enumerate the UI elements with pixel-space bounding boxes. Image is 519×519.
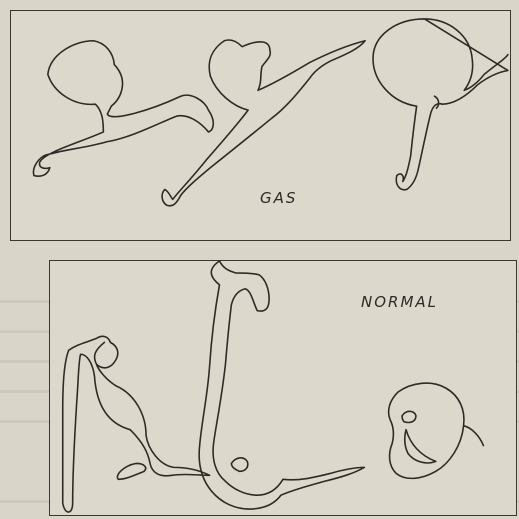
normal-panel: NORMAL bbox=[49, 260, 517, 516]
gas-specimen-left bbox=[33, 41, 213, 176]
normal-specimen-right bbox=[389, 383, 484, 478]
gas-panel: GAS bbox=[10, 10, 511, 241]
normal-label: NORMAL bbox=[361, 293, 438, 311]
normal-specimen-middle bbox=[199, 261, 364, 509]
gas-specimen-right bbox=[373, 19, 508, 190]
gas-specimen-middle bbox=[162, 40, 365, 206]
gas-label: GAS bbox=[260, 189, 297, 207]
normal-specimen-left bbox=[63, 336, 210, 512]
normal-drawings bbox=[50, 261, 516, 515]
